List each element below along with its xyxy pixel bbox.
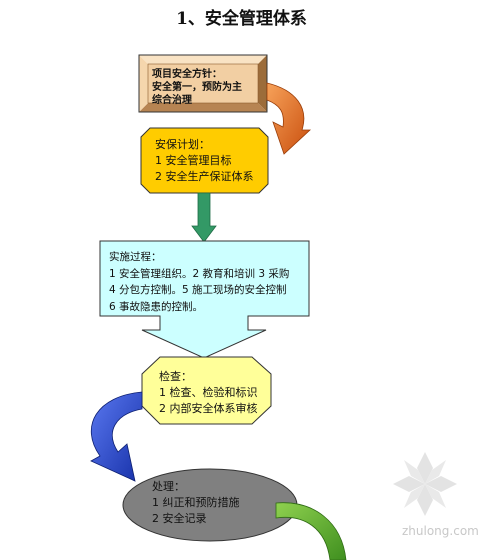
plan-box xyxy=(140,127,269,194)
handling-text: 处理： 1 纠正和预防措施 2 安全记录 xyxy=(152,479,240,527)
page-title: 1、安全管理体系 xyxy=(176,9,307,29)
green-down-arrow xyxy=(191,192,217,243)
inspection-line: 1 检查、检验和标识 xyxy=(159,386,258,399)
inspection-box xyxy=(141,356,272,425)
inspection-line: 2 内部安全体系审核 xyxy=(159,402,258,415)
zhulong-watermark-logo xyxy=(393,452,457,516)
implementation-line: 1 安全管理组织。2 教育和培训 3 采购 xyxy=(109,267,290,280)
orange-curved-arrow xyxy=(266,82,312,155)
implementation-text: 实施过程： 1 安全管理组织。2 教育和培训 3 采购 4 分包方控制。5 施工… xyxy=(109,249,289,315)
policy-text: 项目安全方针： 安全第一，预防为主 综合治理 xyxy=(152,68,242,107)
policy-line: 项目安全方针： xyxy=(152,69,222,80)
policy-line: 综合治理 xyxy=(152,95,192,106)
green-curved-arrow xyxy=(275,502,347,560)
plan-line: 1 安全管理目标 xyxy=(155,154,232,167)
implementation-callout xyxy=(99,240,310,359)
implementation-line: 6 事故隐患的控制。 xyxy=(109,300,204,313)
handling-line: 1 纠正和预防措施 xyxy=(152,496,240,509)
implementation-line: 4 分包方控制。5 施工现场的安全控制 xyxy=(109,284,287,296)
plan-line: 安保计划： xyxy=(155,138,210,151)
policy-line: 安全第一，预防为主 xyxy=(152,82,242,93)
implementation-line: 实施过程： xyxy=(109,251,162,263)
handling-line: 处理： xyxy=(152,480,185,493)
plan-text: 安保计划： 1 安全管理目标 2 安全生产保证体系 xyxy=(155,137,254,185)
inspection-text: 检查： 1 检查、检验和标识 2 内部安全体系审核 xyxy=(159,369,258,417)
inspection-line: 检查： xyxy=(159,370,192,383)
handling-line: 2 安全记录 xyxy=(152,512,207,525)
plan-line: 2 安全生产保证体系 xyxy=(155,170,254,183)
blue-curved-arrow xyxy=(90,391,143,482)
watermark-text: zhulong.com xyxy=(402,524,479,538)
